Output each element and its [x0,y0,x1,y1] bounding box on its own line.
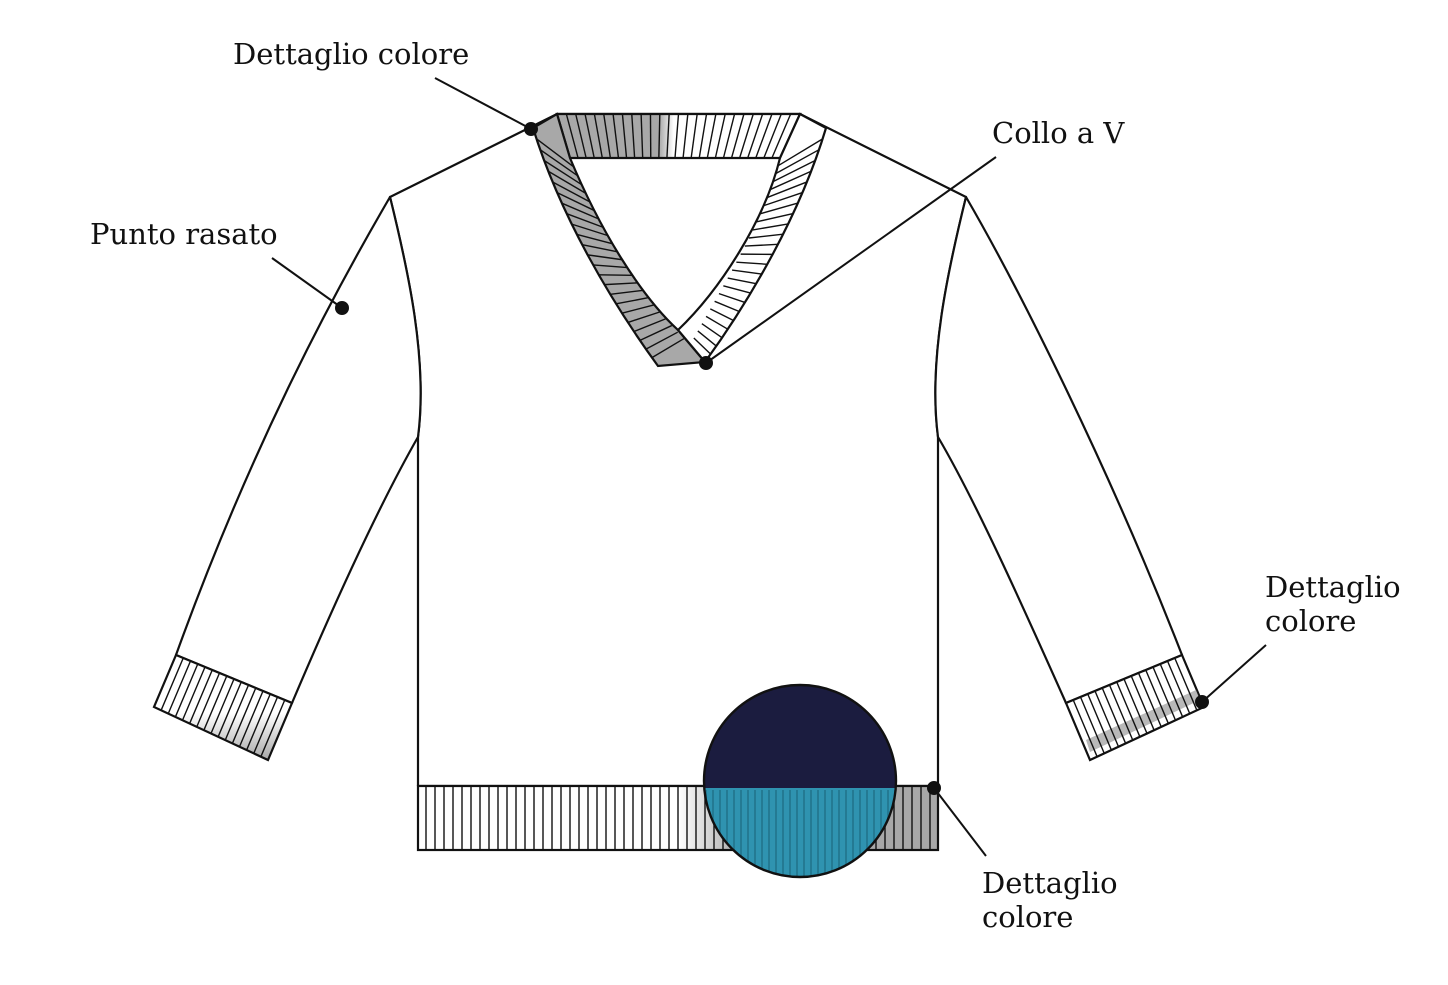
right-sleeve [935,197,1182,703]
dot-hem-detail [928,782,940,794]
leader-neck-detail [435,78,531,129]
leader-stitch [272,258,342,308]
left-sleeve [176,197,421,703]
label-v-neck: Collo a V [992,116,1124,150]
dot-v-neck [700,357,712,369]
label-hem-detail: Dettaglio colore [982,866,1118,934]
label-hem-detail-line1: Dettaglio [982,866,1118,900]
leader-hem-detail [934,788,986,856]
label-neck-detail: Dettaglio colore [233,37,469,71]
label-stitch: Punto rasato [90,217,278,251]
dot-cuff-detail [1196,696,1208,708]
leader-cuff-detail [1202,645,1266,702]
label-cuff-detail-line1: Dettaglio [1265,570,1401,604]
dot-neck-detail [525,123,537,135]
collar-back-rib [557,114,800,158]
label-cuff-detail: Dettaglio colore [1265,570,1401,638]
sweater-body [390,114,966,786]
dot-stitch [336,302,348,314]
label-hem-detail-line2: colore [982,900,1118,934]
label-cuff-detail-line2: colore [1265,604,1401,638]
